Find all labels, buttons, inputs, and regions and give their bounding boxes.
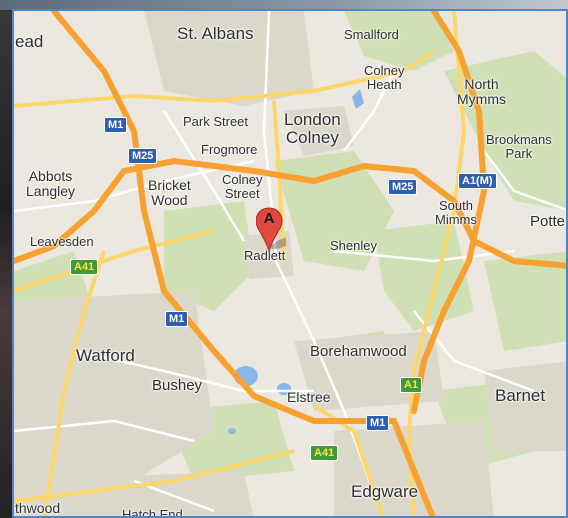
place-label-barnet: Barnet — [495, 386, 546, 405]
place-label-frogmore: Frogmore — [201, 142, 258, 157]
place-label-bricket-wood: Bricket Wood — [148, 177, 191, 208]
marker-label: A — [263, 210, 275, 227]
road-shield-m25: M25 — [388, 179, 418, 195]
place-label-northwood: thwood — [15, 500, 61, 516]
place-label-park-street: Park Street — [183, 114, 249, 129]
motorways — [14, 11, 566, 516]
place-label-edgware: Edgware — [351, 482, 419, 501]
place-label-st-albans: St. Albans — [177, 24, 254, 43]
page-backdrop-top — [0, 0, 568, 10]
page-backdrop — [0, 0, 14, 518]
place-label-elstree: Elstree — [287, 389, 331, 405]
place-label-brookmans-park: Brookmans Park — [486, 132, 552, 161]
road-shield-a41: A41 — [310, 445, 339, 461]
road-shield-m1: M1 — [366, 415, 390, 431]
place-label-bushey: Bushey — [152, 377, 203, 394]
location-marker[interactable]: A — [255, 207, 294, 253]
place-label-london-colney: London Colney — [284, 110, 341, 147]
place-label-colney-street: Colney Street — [222, 172, 263, 201]
place-label-smallford: Smallford — [344, 27, 399, 42]
place-label-colney-heath: Colney Heath — [364, 63, 405, 92]
place-label-north-mymms: North Mymms — [457, 76, 506, 107]
place-label-south-mimms: South Mimms — [435, 198, 477, 227]
place-label-watford: Watford — [76, 346, 135, 365]
place-label-potters-bar: Potte — [530, 213, 566, 230]
road-shield-m25: M25 — [128, 148, 158, 164]
road-shield-m1: M1 — [104, 117, 128, 133]
road-shield-a1: A1 — [400, 377, 423, 393]
place-label-shenley: Shenley — [330, 238, 377, 253]
minor-roads — [14, 11, 566, 516]
map-canvas[interactable] — [14, 11, 568, 518]
place-label-radlett: Radlett — [244, 248, 286, 263]
place-label-leavesden: Leavesden — [30, 234, 94, 249]
place-label-abbots-langley: Abbots Langley — [26, 168, 76, 199]
major-roads — [14, 11, 467, 516]
place-label-hatch-end: Hatch End — [122, 507, 183, 518]
road-shield-a41: A41 — [70, 259, 99, 275]
road-shield-a1m: A1(M) — [458, 173, 497, 189]
road-shield-m1: M1 — [165, 311, 189, 327]
map-view[interactable]: ead St. Albans Smallford Colney Heath No… — [12, 9, 568, 518]
place-label-cut-left: ead — [15, 32, 44, 51]
place-label-borehamwood: Borehamwood — [310, 343, 407, 360]
